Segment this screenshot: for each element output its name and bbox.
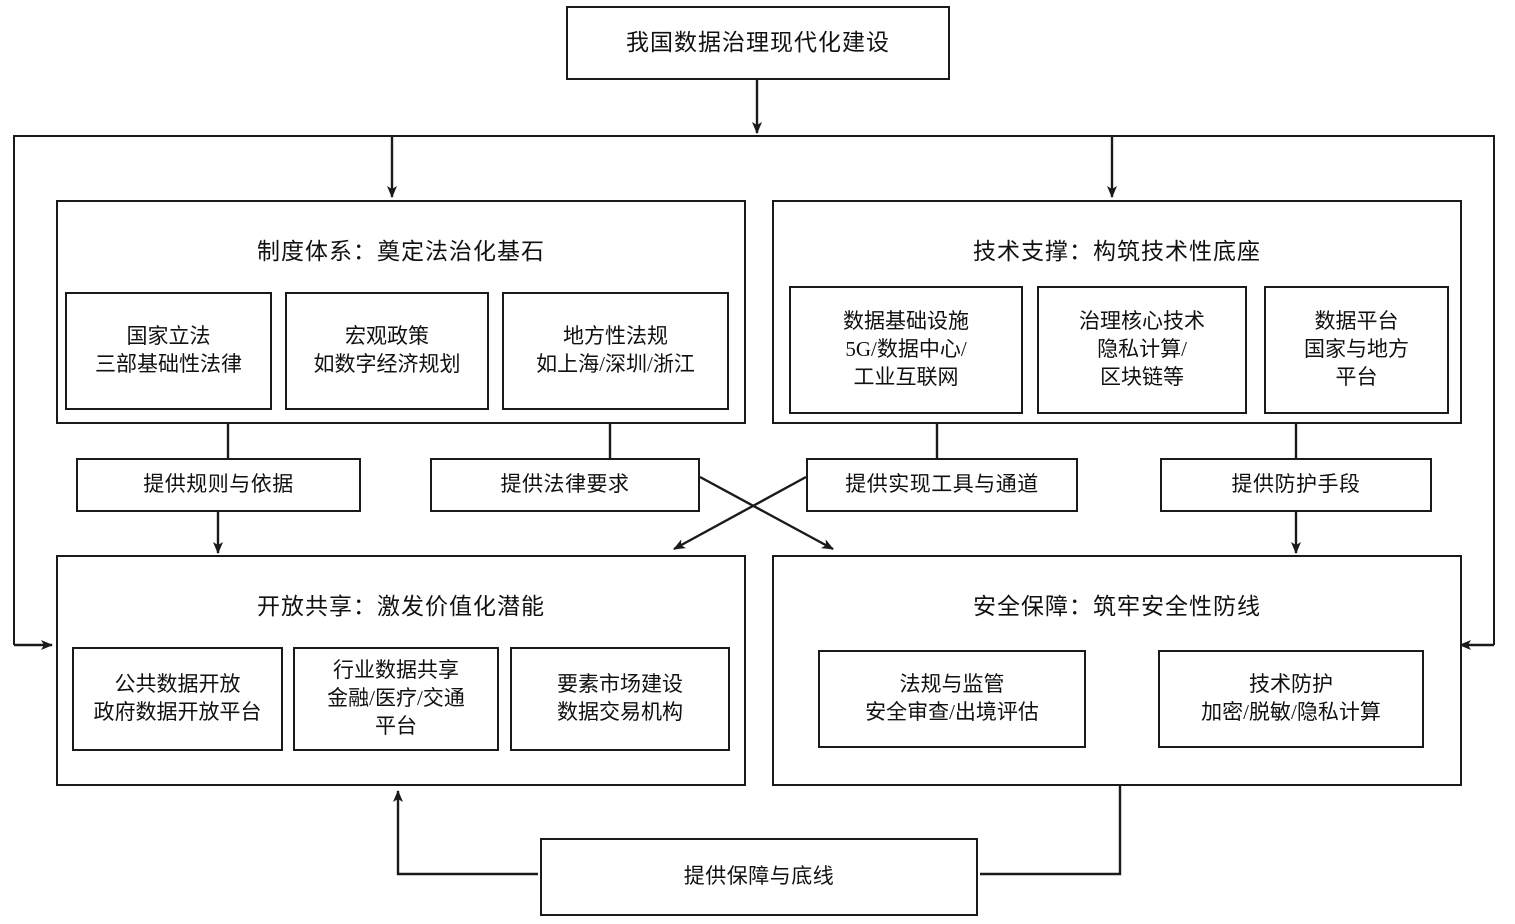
connector-legal[interactable]: 提供法律要求	[430, 458, 700, 512]
connector-guard-label: 提供防护手段	[1231, 472, 1361, 497]
connector-tools-label: 提供实现工具与通道	[845, 472, 1039, 497]
connector-assurance-label: 提供保障与底线	[683, 864, 835, 889]
outer-feedback-frame	[13, 135, 1495, 645]
leaf-regulation-supervision[interactable]: 法规与监管 安全审查/出境评估	[818, 650, 1086, 748]
root-node-label: 我国数据治理现代化建设	[626, 29, 890, 55]
connector-rules[interactable]: 提供规则与依据	[76, 458, 361, 512]
leaf-data-infrastructure-label: 数据基础设施 5G/数据中心/ 工业互联网	[843, 309, 969, 389]
group-institution-title: 制度体系：奠定法治化基石	[257, 239, 545, 264]
leaf-national-legislation-label: 国家立法 三部基础性法律	[95, 324, 242, 376]
group-security[interactable]: 安全保障：筑牢安全性防线 法规与监管 安全审查/出境评估 技术防护 加密/脱敏/…	[772, 555, 1462, 786]
leaf-industry-data-sharing[interactable]: 行业数据共享 金融/医疗/交通 平台	[293, 647, 499, 751]
group-institution[interactable]: 制度体系：奠定法治化基石 国家立法 三部基础性法律 宏观政策 如数字经济规划 地…	[56, 200, 746, 424]
connector-rules-label: 提供规则与依据	[143, 472, 294, 497]
group-technology-title: 技术支撑：构筑技术性底座	[973, 239, 1261, 264]
group-security-title: 安全保障：筑牢安全性防线	[973, 594, 1261, 619]
root-node[interactable]: 我国数据治理现代化建设	[566, 6, 950, 80]
leaf-data-platform[interactable]: 数据平台 国家与地方 平台	[1264, 286, 1449, 414]
leaf-technical-protection[interactable]: 技术防护 加密/脱敏/隐私计算	[1158, 650, 1424, 748]
leaf-factor-market-label: 要素市场建设 数据交易机构	[557, 672, 683, 724]
connector-tools[interactable]: 提供实现工具与通道	[806, 458, 1078, 512]
leaf-industry-data-sharing-label: 行业数据共享 金融/医疗/交通 平台	[327, 658, 465, 738]
leaf-local-regulations-label: 地方性法规 如上海/深圳/浙江	[536, 324, 695, 376]
edge-assurance-to-open	[393, 790, 538, 876]
group-open-sharing-title: 开放共享：激发价值化潜能	[257, 594, 545, 619]
leaf-national-legislation[interactable]: 国家立法 三部基础性法律	[65, 292, 272, 410]
connector-legal-label: 提供法律要求	[500, 472, 630, 497]
leaf-data-platform-label: 数据平台 国家与地方 平台	[1304, 309, 1409, 389]
edge-security-to-assurance	[980, 786, 1122, 876]
leaf-macro-policy[interactable]: 宏观政策 如数字经济规划	[285, 292, 489, 410]
leaf-macro-policy-label: 宏观政策 如数字经济规划	[313, 324, 461, 376]
connector-assurance[interactable]: 提供保障与底线	[540, 838, 978, 916]
leaf-regulation-supervision-label: 法规与监管 安全审查/出境评估	[865, 672, 1039, 724]
leaf-core-technology-label: 治理核心技术 隐私计算/ 区块链等	[1079, 309, 1205, 389]
leaf-data-infrastructure[interactable]: 数据基础设施 5G/数据中心/ 工业互联网	[789, 286, 1023, 414]
leaf-technical-protection-label: 技术防护 加密/脱敏/隐私计算	[1201, 672, 1381, 724]
leaf-public-data-open-label: 公共数据开放 政府数据开放平台	[93, 672, 262, 724]
leaf-local-regulations[interactable]: 地方性法规 如上海/深圳/浙江	[502, 292, 729, 410]
connector-guard[interactable]: 提供防护手段	[1160, 458, 1432, 512]
leaf-public-data-open[interactable]: 公共数据开放 政府数据开放平台	[72, 647, 283, 751]
leaf-core-technology[interactable]: 治理核心技术 隐私计算/ 区块链等	[1037, 286, 1247, 414]
group-technology[interactable]: 技术支撑：构筑技术性底座 数据基础设施 5G/数据中心/ 工业互联网 治理核心技…	[772, 200, 1462, 424]
group-open-sharing[interactable]: 开放共享：激发价值化潜能 公共数据开放 政府数据开放平台 行业数据共享 金融/医…	[56, 555, 746, 786]
leaf-factor-market[interactable]: 要素市场建设 数据交易机构	[510, 647, 730, 751]
